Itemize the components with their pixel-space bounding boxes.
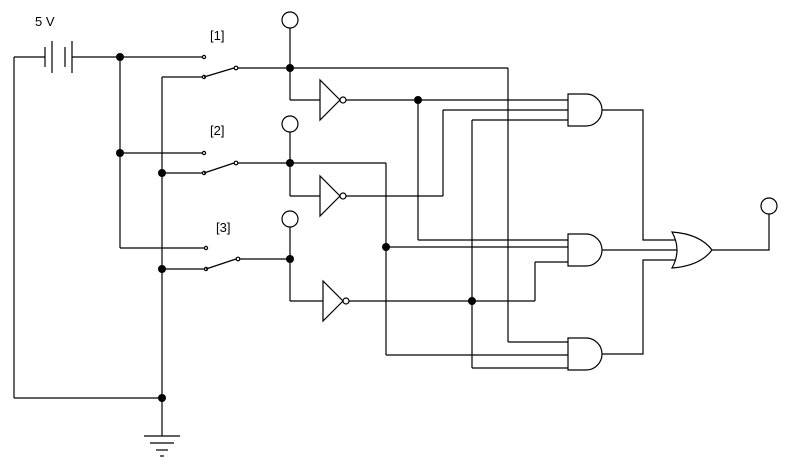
not-gate-1 [319,78,347,122]
and-gate-3 [567,337,603,371]
supply-wiring [13,56,206,436]
not-gate-2 [319,174,347,218]
ground-symbol [144,435,180,457]
battery [14,41,120,73]
input-b-wiring [289,162,568,356]
switch-1-label: [1] [210,28,224,43]
not-a-wiring [346,99,568,241]
and-gate-2 [567,233,603,267]
input-c-wiring [289,259,323,302]
and-to-or-wiring [602,109,684,355]
probe-1 [281,11,299,68]
switch-1 [201,54,290,80]
probe-3 [281,210,299,259]
battery-label: 5 V [35,14,55,29]
input-a-wiring [289,67,568,343]
junction-dots [116,53,476,402]
or-gate [670,231,713,269]
not-b-wiring [346,109,568,369]
not-gate-3 [322,279,350,323]
output-probe [712,197,778,251]
switch-3-label: [3] [216,220,230,235]
not-c-wiring [349,119,568,302]
switch-3 [203,245,290,272]
switch-2 [201,150,290,176]
probe-2 [281,115,299,163]
and-gate-1 [567,93,603,127]
switch-2-label: [2] [210,123,224,138]
